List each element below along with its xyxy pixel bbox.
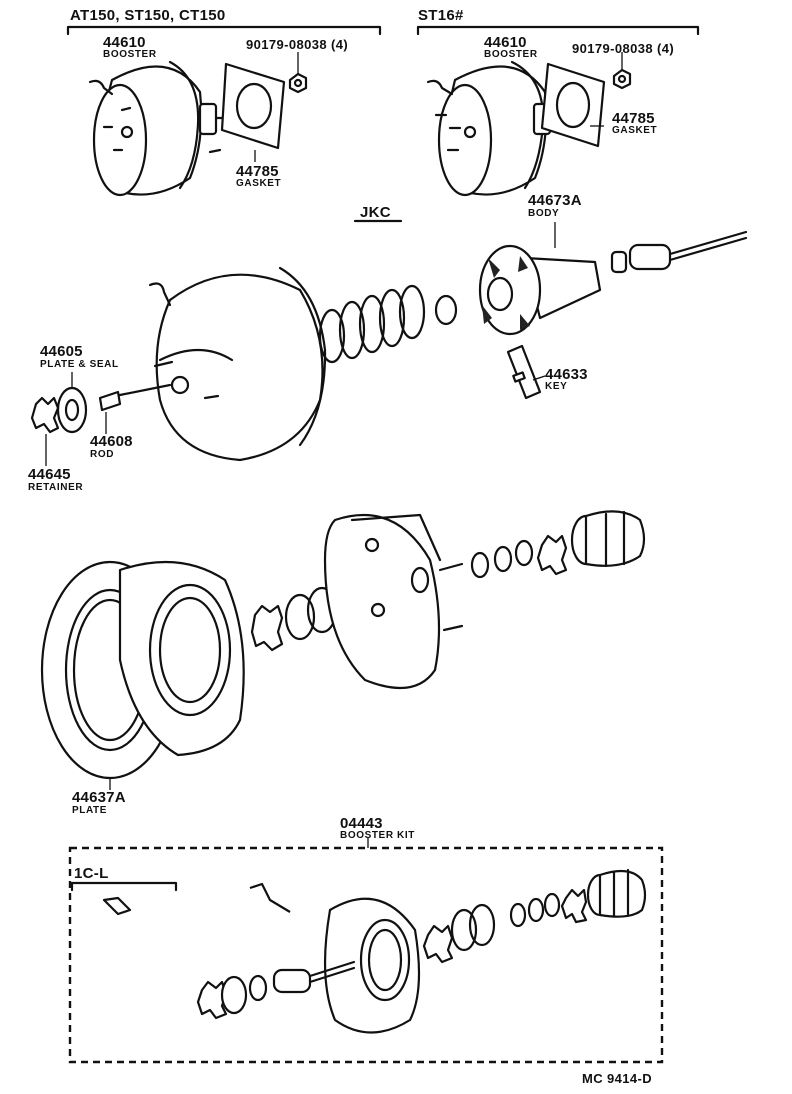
- valve-body: [478, 244, 602, 336]
- part-name-gasket-a: GASKET: [236, 178, 282, 189]
- rod: [98, 390, 122, 412]
- spring: [318, 284, 426, 364]
- part-number-gasket-b: 44785: [612, 110, 655, 127]
- part-number-body: 44673A: [528, 192, 582, 209]
- kit-valve: [102, 896, 132, 916]
- gasket-a: [220, 62, 286, 150]
- kit-frame: [68, 846, 664, 1064]
- seal-ring: [284, 586, 338, 641]
- part-number-kit: 04443: [340, 815, 383, 832]
- kit-rod: [272, 960, 356, 994]
- plate-seal: [56, 386, 88, 434]
- part-name-key: KEY: [545, 381, 568, 392]
- part-number-retainer: 44645: [28, 466, 71, 483]
- spring-seat: [434, 294, 458, 326]
- part-number-plate-seal: 44605: [40, 343, 83, 360]
- booster-jkc: [118, 266, 327, 462]
- part-name-booster-a: BOOSTER: [103, 49, 157, 60]
- key: [506, 344, 542, 400]
- part-name-rod: ROD: [90, 449, 115, 460]
- kit-retainer: [196, 980, 228, 1020]
- part-number-key: 44633: [545, 366, 588, 383]
- part-number-booster-b: 44610: [484, 34, 527, 51]
- group-title-st16: ST16#: [418, 7, 464, 24]
- part-number-rod: 44608: [90, 433, 133, 450]
- retainer-mid: [250, 604, 284, 652]
- kit-piston-rings: [509, 892, 561, 928]
- piston-rings: [470, 539, 534, 579]
- group-title-at150: AT150, ST150, CT150: [70, 7, 226, 24]
- kit-ring: [450, 903, 496, 952]
- group-title-1cl: 1C-L: [74, 865, 109, 882]
- booster-a: [88, 60, 232, 197]
- nut-a: [288, 72, 308, 94]
- part-name-booster-b: BOOSTER: [484, 49, 538, 60]
- kit-seal: [220, 975, 248, 1015]
- part-number-nut-b: 90179-08038 (4): [572, 41, 675, 56]
- part-number-gasket-a: 44785: [236, 163, 279, 180]
- push-rod: [610, 230, 748, 274]
- part-number-booster-a: 44610: [103, 34, 146, 51]
- part-name-plate: PLATE: [72, 805, 108, 816]
- part-number-nut-a: 90179-08038 (4): [246, 37, 349, 52]
- kit-pin: [249, 882, 291, 913]
- bracket-st16: [416, 25, 700, 36]
- kit-shell: [323, 897, 421, 1034]
- part-name-retainer: RETAINER: [28, 482, 84, 493]
- kit-retainer-3: [560, 888, 588, 924]
- shell-front: [323, 513, 464, 690]
- part-number-plate: 44637A: [72, 789, 126, 806]
- retainer-mid-2: [536, 534, 568, 576]
- diagram-code: MC 9414-D: [582, 1071, 653, 1086]
- boot: [570, 510, 646, 568]
- retainer: [30, 396, 60, 434]
- part-name-plate-seal: PLATE & SEAL: [40, 359, 119, 370]
- shell-rear: [118, 560, 245, 757]
- bracket-at150: [66, 25, 382, 36]
- kit-retainer-2: [422, 924, 454, 964]
- group-title-jkc: JKC: [360, 204, 391, 221]
- nut-b: [612, 68, 632, 90]
- part-name-kit: BOOSTER KIT: [340, 830, 415, 841]
- kit-washer: [248, 974, 268, 1002]
- booster-b: [426, 60, 562, 197]
- bracket-1cl: [70, 881, 178, 892]
- gasket-b: [540, 62, 606, 148]
- part-name-gasket-b: GASKET: [612, 125, 658, 136]
- kit-boot: [586, 868, 647, 918]
- part-name-body: BODY: [528, 208, 560, 219]
